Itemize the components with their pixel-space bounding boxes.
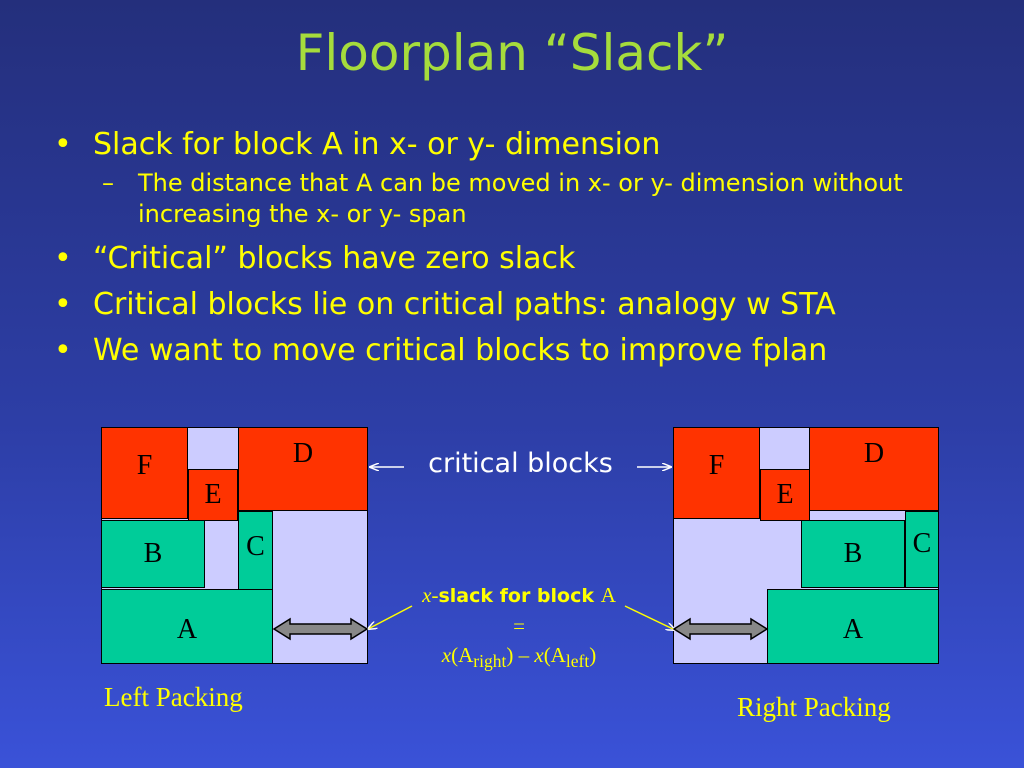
x-left-var: x: [534, 643, 544, 667]
sub-bullet-slack-distance: The distance that A can be moved in x- o…: [50, 168, 1000, 230]
right-block-a: A: [767, 589, 939, 664]
right-block-e: E: [760, 469, 810, 521]
right-block-f: F: [673, 427, 760, 519]
right-block-b: B: [801, 520, 905, 588]
sub-left: left: [565, 651, 590, 672]
left-block-d: D: [238, 427, 368, 511]
x-var: x: [422, 583, 432, 607]
dash: -: [431, 583, 439, 607]
sub-right: right: [473, 651, 507, 672]
left-block-c: C: [238, 511, 273, 590]
slack-formula-expression: x(Aright) – x(Aleft): [374, 641, 664, 675]
slack-for-block-text: slack for block: [438, 585, 594, 607]
bullet-critical-zero-slack: “Critical” blocks have zero slack: [50, 236, 1000, 282]
right-slack-double-arrow: [672, 617, 769, 641]
slack-formula-line-1: x-slack for block A: [374, 580, 664, 611]
open-left: (A: [543, 643, 566, 667]
critical-blocks-label: critical blocks: [428, 448, 613, 479]
block-name: A: [600, 583, 616, 607]
bullet-critical-paths: Critical blocks lie on critical paths: a…: [50, 282, 1000, 328]
bullet-slack-definition: Slack for block A in x- or y- dimension: [50, 122, 1000, 168]
close-right: ): [506, 643, 514, 667]
right-block-c: C: [905, 511, 939, 588]
left-block-f: F: [101, 427, 188, 519]
bullet-move-critical: We want to move critical blocks to impro…: [50, 328, 1000, 374]
minus-sign: –: [518, 643, 530, 667]
left-block-a: A: [101, 589, 273, 664]
slack-pointer-right: [624, 605, 675, 630]
slide-title: Floorplan “Slack”: [295, 24, 729, 82]
slack-formula: x-slack for block A = x(Aright) – x(Alef…: [374, 580, 664, 675]
left-block-b: B: [101, 520, 205, 588]
left-slack-double-arrow: [272, 617, 369, 641]
bullet-list: Slack for block A in x- or y- dimension …: [50, 122, 1000, 374]
close-left: ): [589, 643, 597, 667]
left-block-e: E: [188, 469, 238, 521]
right-packing-caption: Right Packing: [737, 692, 891, 722]
equals-sign: =: [513, 614, 525, 638]
open-right: (A: [451, 643, 474, 667]
x-right-var: x: [441, 643, 452, 667]
left-packing-caption: Left Packing: [104, 682, 243, 712]
slack-pointer-left: [368, 605, 413, 629]
